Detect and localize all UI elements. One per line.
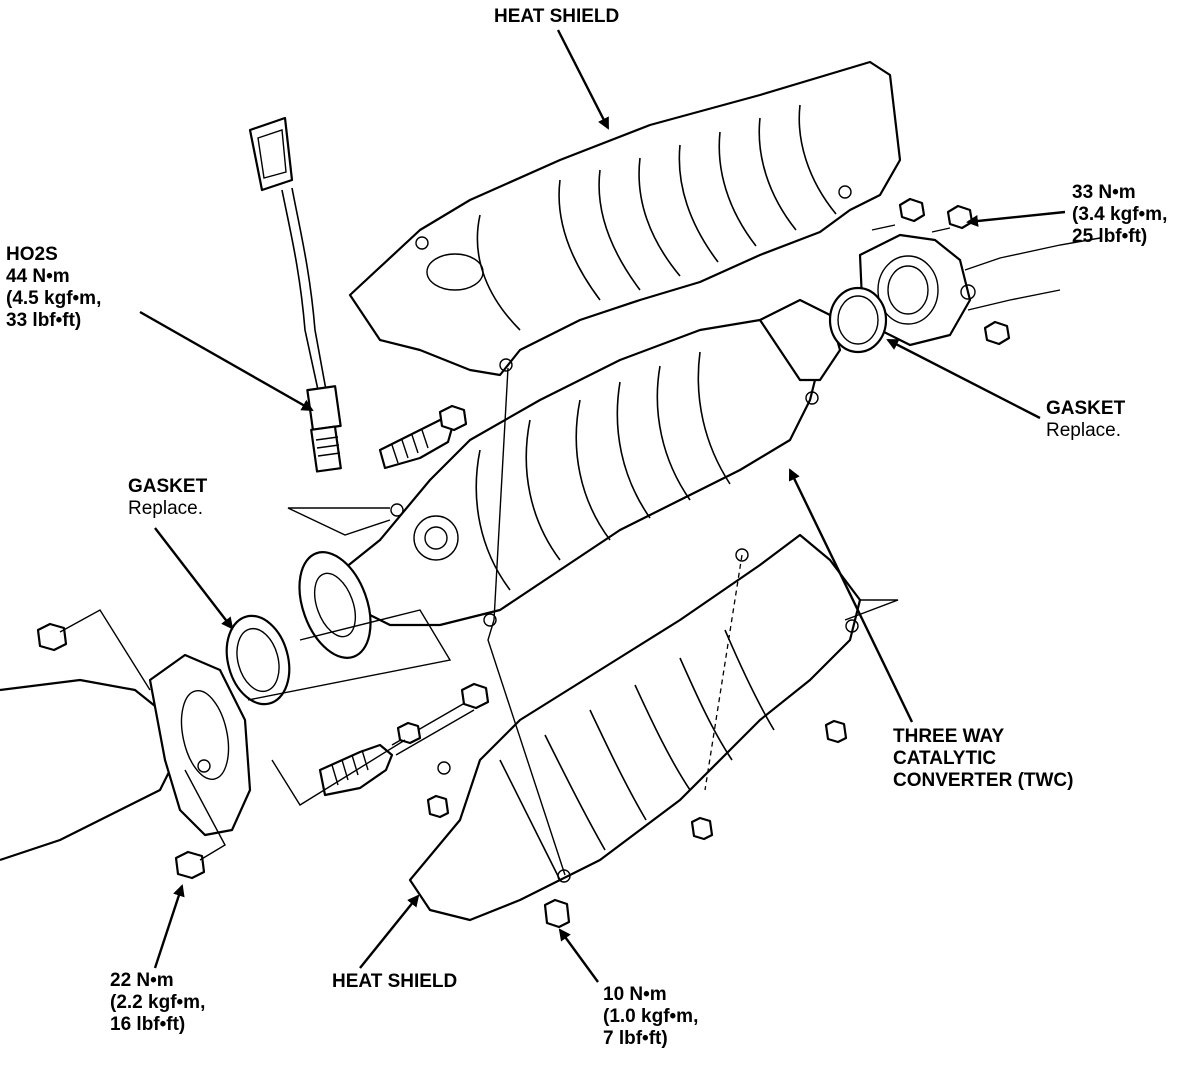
shield-bolt-torque-lbfft: 7 lbf•ft) — [603, 1028, 668, 1049]
left-gasket — [225, 614, 291, 706]
ho2s-torque-kgfm: (4.5 kgf•m, — [6, 288, 102, 309]
catalytic-converter — [298, 298, 842, 659]
front-nut-torque-lbfft: 16 lbf•ft) — [110, 1014, 186, 1035]
twc-label: THREE WAY CATALYTIC CONVERTER (TWC) — [893, 726, 1073, 792]
assembly-guide-lines — [59, 224, 951, 876]
heat-shield-top-title: HEAT SHIELD — [494, 6, 620, 27]
front-nut-torque-label: 22 N•m (2.2 kgf•m, 16 lbf•ft) — [110, 970, 205, 1036]
ho2s-title: HO2S — [6, 244, 58, 265]
rear-nut-torque-lbfft: 25 lbf•ft) — [1072, 226, 1148, 247]
shield-bolt-torque-nm: 10 N•m — [603, 984, 667, 1005]
front-nut-torque-kgfm: (2.2 kgf•m, — [110, 992, 206, 1013]
ho2s-torque-lbfft: 33 lbf•ft) — [6, 310, 82, 331]
gasket-right-title: GASKET — [1046, 398, 1126, 419]
heat-shield-bottom-label: HEAT SHIELD — [332, 971, 457, 993]
gasket-left-note: Replace. — [128, 498, 203, 519]
left-flange-nuts — [36, 622, 206, 880]
leader-arrows — [139, 29, 1066, 983]
shield-bolt-torque-kgfm: (1.0 kgf•m, — [603, 1006, 699, 1027]
heat-shield-bolts — [426, 719, 848, 929]
rear-nut-torque-nm: 33 N•m — [1072, 182, 1136, 203]
gasket-left-label: GASKET Replace. — [128, 476, 207, 520]
gasket-right-label: GASKET Replace. — [1046, 398, 1125, 442]
ho2s-label: HO2S 44 N•m (4.5 kgf•m, 33 lbf•ft) — [6, 244, 101, 332]
twc-line-3: CONVERTER (TWC) — [893, 770, 1074, 791]
upper-heat-shield — [348, 60, 902, 377]
shield-bolt-torque-label: 10 N•m (1.0 kgf•m, 7 lbf•ft) — [603, 984, 698, 1050]
gasket-right-note: Replace. — [1046, 420, 1121, 441]
twc-line-1: THREE WAY — [893, 726, 1005, 747]
front-exhaust-pipe — [0, 653, 252, 862]
spring-bolt-upper — [378, 404, 468, 470]
heat-shield-bottom-title: HEAT SHIELD — [332, 971, 458, 992]
heat-shield-top-label: HEAT SHIELD — [494, 6, 619, 28]
lower-heat-shield — [408, 533, 862, 922]
right-gasket — [828, 286, 888, 354]
gasket-left-title: GASKET — [128, 476, 208, 497]
rear-pipe-flange — [858, 233, 1101, 347]
spring-bolt-lower — [318, 682, 490, 797]
ho2s-sensor — [248, 116, 342, 473]
twc-line-2: CATALYTIC — [893, 748, 997, 769]
right-flange-nuts — [898, 197, 1011, 346]
front-nut-torque-nm: 22 N•m — [110, 970, 174, 991]
ho2s-torque-nm: 44 N•m — [6, 266, 70, 287]
rear-nut-torque-label: 33 N•m (3.4 kgf•m, 25 lbf•ft) — [1072, 182, 1167, 248]
rear-nut-torque-kgfm: (3.4 kgf•m, — [1072, 204, 1168, 225]
